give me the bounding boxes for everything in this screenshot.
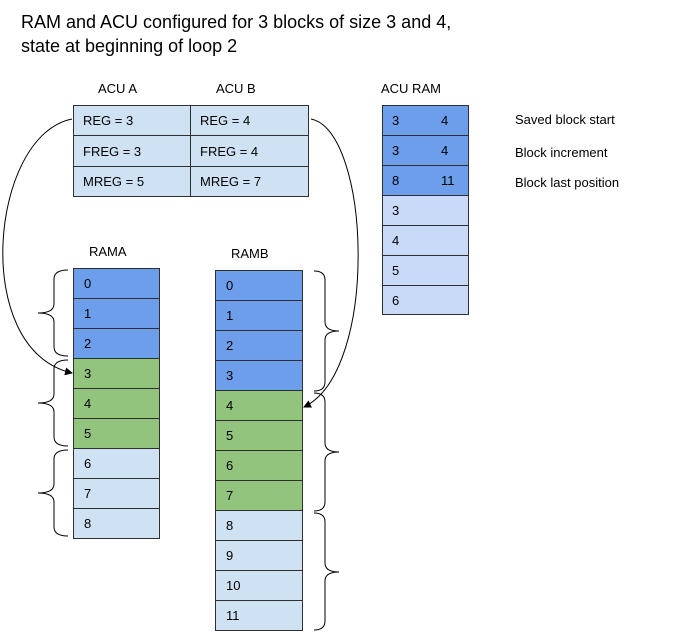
acu-ram-row: 3 bbox=[382, 195, 469, 226]
acu-ram-value-b: 4 bbox=[441, 143, 449, 158]
acu-a-mreg: MREG = 5 bbox=[73, 166, 191, 197]
ramb-cell-1: 1 bbox=[215, 300, 303, 331]
arrow-acu-b-to-ramb bbox=[303, 118, 359, 408]
acu-ram-value-b: 11 bbox=[441, 173, 455, 188]
ramb-cell-5: 5 bbox=[215, 420, 303, 451]
acu-ram-row: 6 bbox=[382, 285, 469, 315]
acu-a-header: ACU A bbox=[98, 81, 138, 96]
ramb-cell-11: 11 bbox=[215, 600, 303, 631]
ramb-cell-2: 2 bbox=[215, 330, 303, 361]
rama-cell-7: 7 bbox=[73, 478, 160, 509]
acu-ram-value-a: 4 bbox=[392, 233, 400, 248]
ramb-brace-3 bbox=[313, 512, 340, 631]
ramb-header: RAMB bbox=[231, 246, 269, 261]
acu-ram-row: 8 11 bbox=[382, 165, 469, 196]
rama-cell-4: 4 bbox=[73, 388, 160, 419]
acu-ram-value-a: 3 bbox=[392, 113, 400, 128]
acu-ram-header: ACU RAM bbox=[381, 81, 441, 96]
rama-brace-2 bbox=[37, 359, 69, 447]
rama-cell-3: 3 bbox=[73, 358, 160, 389]
title-line-1: RAM and ACU configured for 3 blocks of s… bbox=[21, 12, 452, 32]
ramb-cell-3: 3 bbox=[215, 360, 303, 391]
acu-b-mreg: MREG = 7 bbox=[190, 166, 309, 197]
acu-b-header: ACU B bbox=[216, 81, 256, 96]
diagram-title: RAM and ACU configured for 3 blocks of s… bbox=[21, 10, 451, 58]
rama-cell-2: 2 bbox=[73, 328, 160, 359]
acu-ram-value-a: 8 bbox=[392, 173, 400, 188]
acu-ram-row: 5 bbox=[382, 255, 469, 286]
ramb-brace-2 bbox=[313, 392, 340, 512]
rama-cell-5: 5 bbox=[73, 418, 160, 449]
rama-brace-3 bbox=[37, 449, 69, 537]
title-line-2: state at beginning of loop 2 bbox=[21, 36, 238, 56]
acu-ram-value-a: 3 bbox=[392, 143, 400, 158]
acu-ram-value-b: 4 bbox=[441, 113, 449, 128]
acu-b-freg: FREG = 4 bbox=[190, 135, 309, 167]
label-block-increment: Block increment bbox=[515, 145, 608, 160]
label-saved-block-start: Saved block start bbox=[515, 112, 615, 127]
acu-ram-value-a: 3 bbox=[392, 203, 400, 218]
ramb-cell-0: 0 bbox=[215, 270, 303, 301]
rama-cell-8: 8 bbox=[73, 508, 160, 539]
rama-cell-0: 0 bbox=[73, 268, 160, 299]
acu-ram-value-a: 5 bbox=[392, 263, 400, 278]
arrow-acu-a-to-rama bbox=[2, 118, 73, 376]
ramb-cell-4: 4 bbox=[215, 390, 303, 421]
acu-ram-value-a: 6 bbox=[392, 292, 400, 308]
ramb-cell-7: 7 bbox=[215, 480, 303, 511]
label-block-last-position: Block last position bbox=[515, 175, 620, 190]
acu-a-reg: REG = 3 bbox=[73, 105, 191, 136]
ramb-brace-1 bbox=[313, 270, 340, 392]
rama-header: RAMA bbox=[89, 244, 127, 259]
rama-brace-1 bbox=[37, 269, 69, 357]
